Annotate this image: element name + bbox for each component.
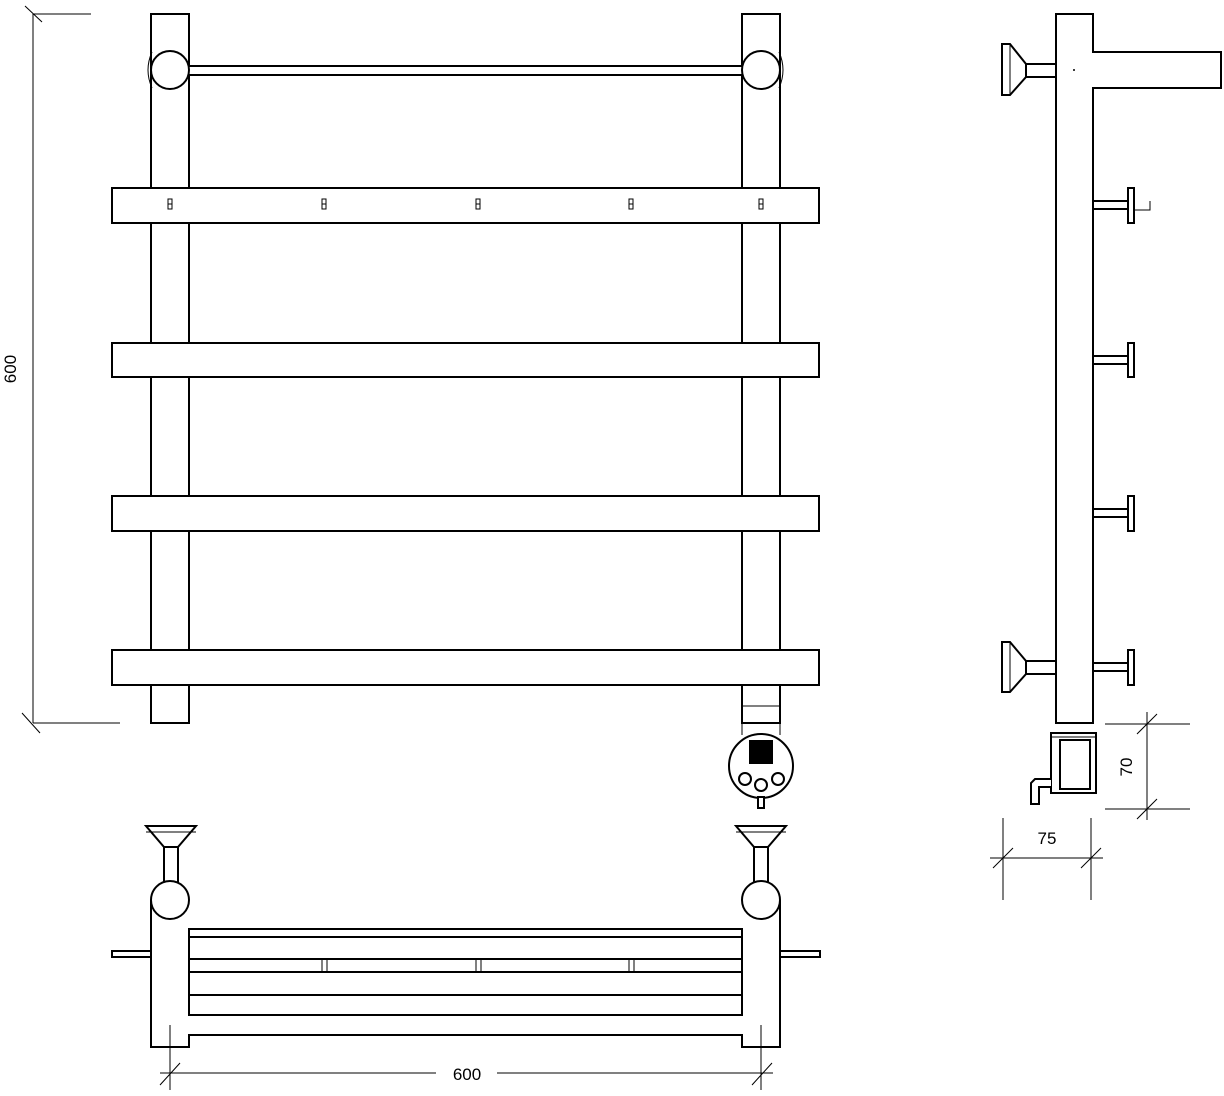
- side-heater: [1030, 722, 1097, 805]
- bar-1: [111, 187, 820, 224]
- width-dimension: [159, 1025, 773, 1090]
- heater-height-label: 70: [1117, 758, 1136, 777]
- depth-label: 75: [1038, 829, 1057, 848]
- hook-marks: [167, 198, 764, 210]
- top-view: 600: [111, 825, 821, 1090]
- bars-top: [188, 928, 743, 1016]
- front-view: 600: [1, 5, 820, 809]
- side-post: [1055, 13, 1222, 724]
- width-label: 600: [453, 1065, 481, 1084]
- side-mount-top: [1001, 43, 1057, 96]
- right-mount: [733, 825, 789, 884]
- height-dimension: [21, 5, 120, 734]
- height-label: 600: [1, 355, 20, 383]
- left-mount: [143, 825, 199, 884]
- bar-3: [111, 495, 820, 532]
- side-bar-ends: [1092, 187, 1151, 686]
- depth-dimension: [990, 818, 1103, 900]
- side-view: 75 70: [990, 13, 1222, 900]
- heater-controller: [728, 705, 794, 809]
- side-mount-bottom: [1001, 641, 1057, 693]
- bar-4: [111, 649, 820, 686]
- heater-height-dimension: [1105, 712, 1190, 820]
- bar-2: [111, 342, 820, 378]
- top-rail: [147, 50, 784, 90]
